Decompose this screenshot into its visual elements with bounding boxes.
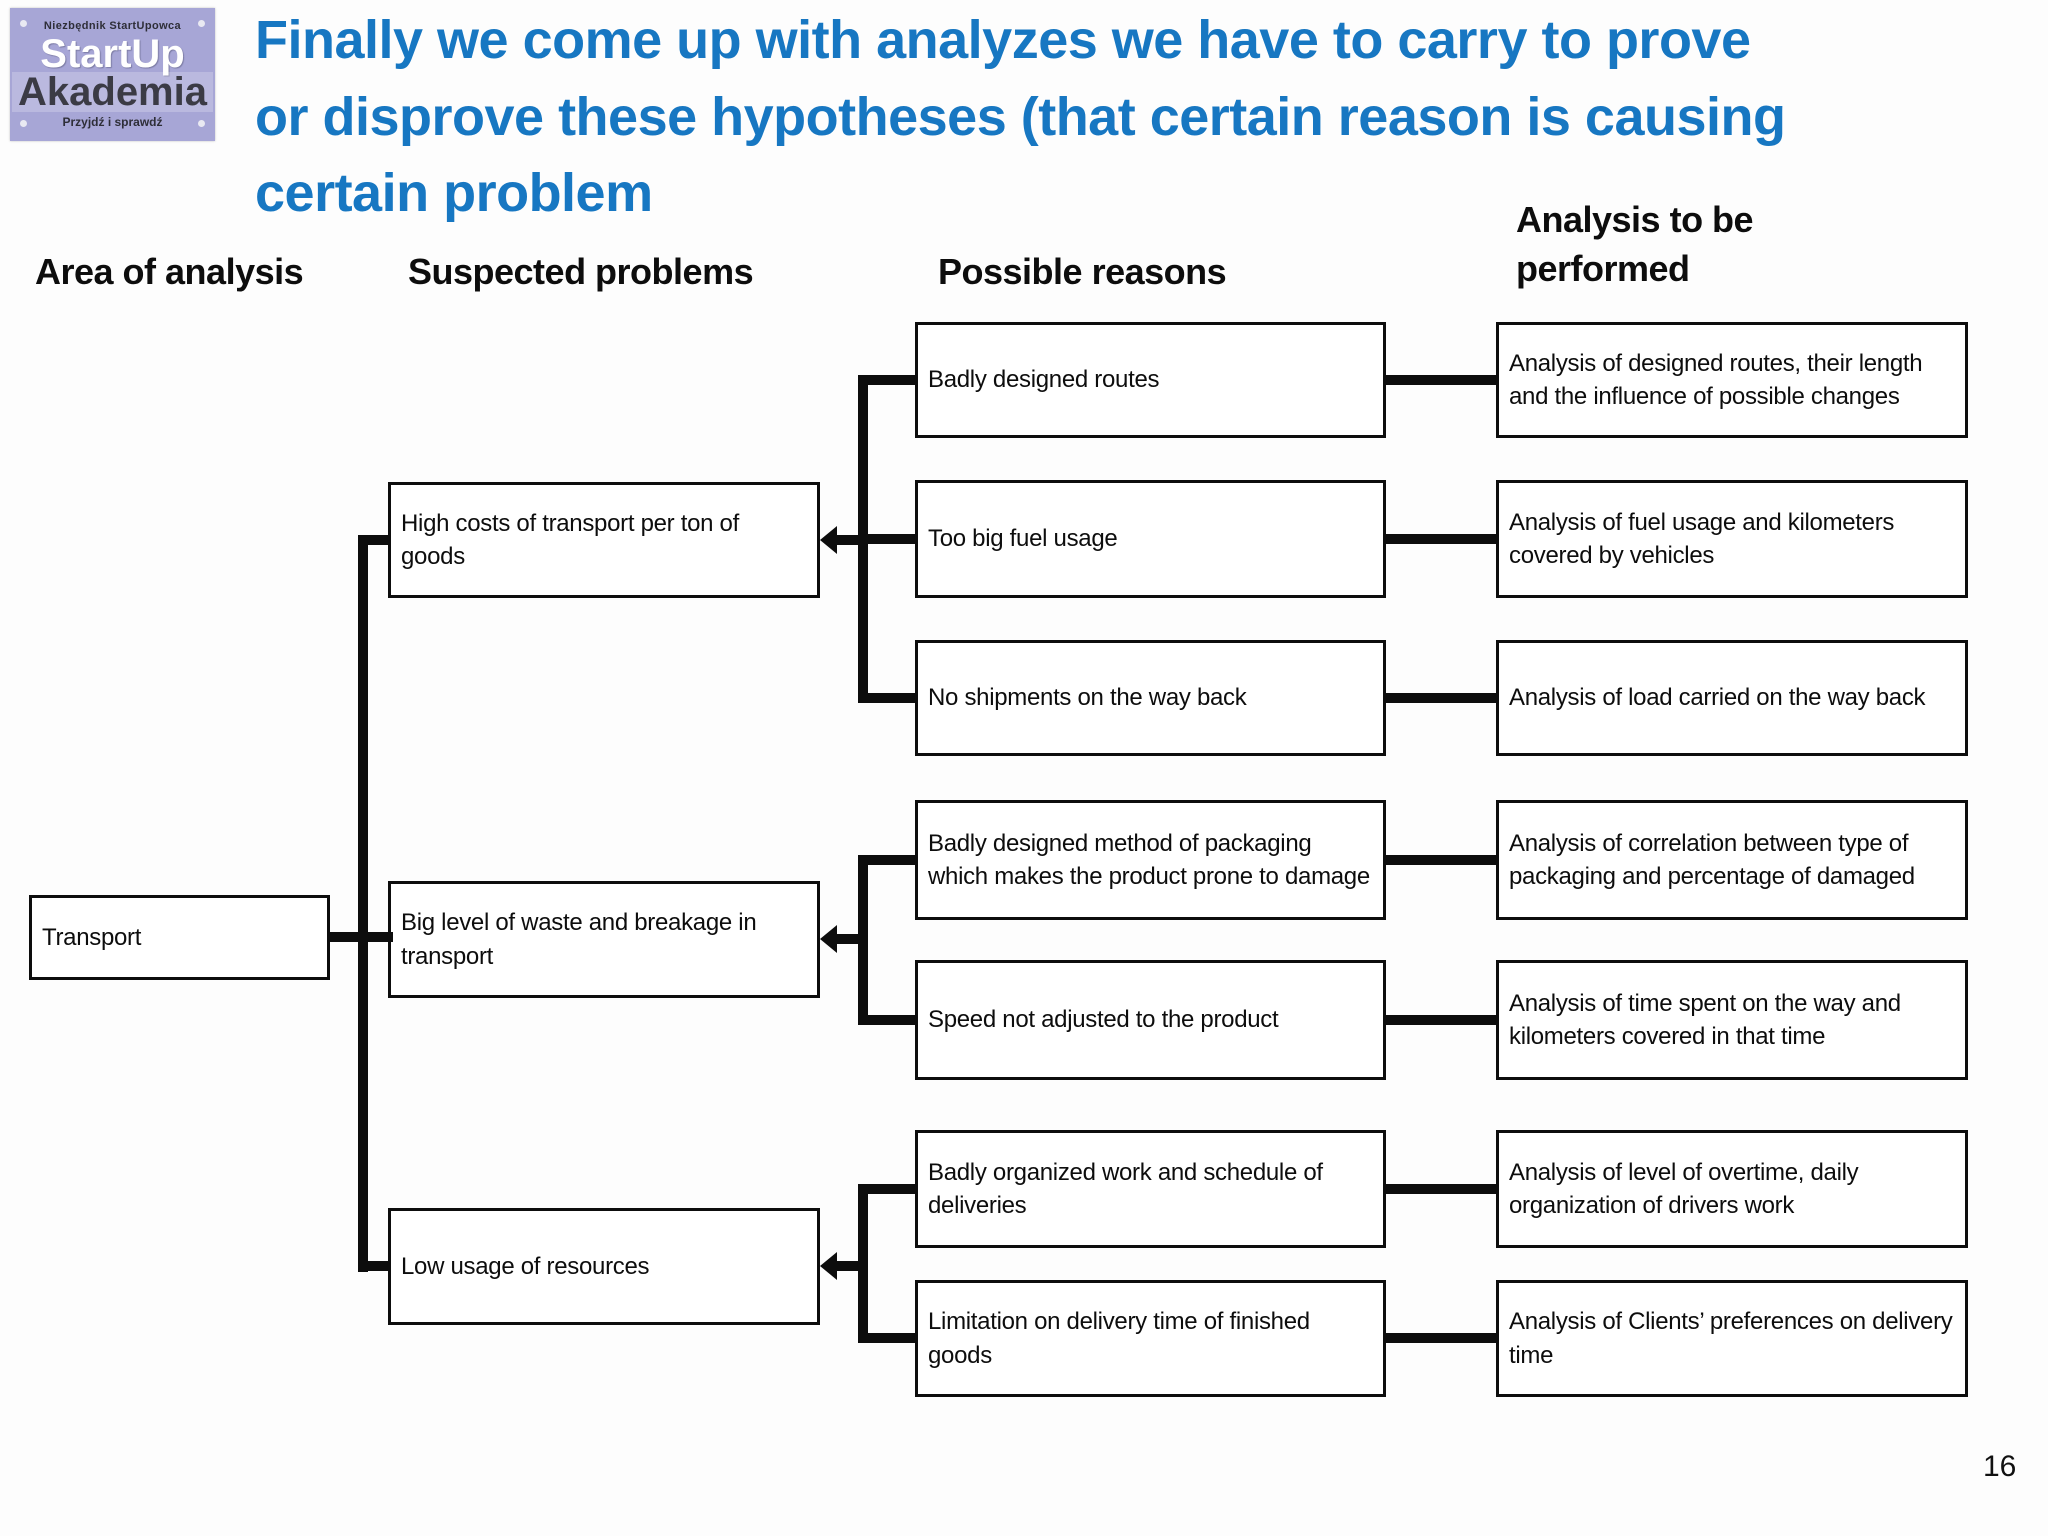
column-header-suspected-problems: Suspected problems — [408, 251, 754, 292]
column-header-area-of-analysis: Area of analysis — [35, 251, 304, 292]
connector-reason-analysis-row1 — [1386, 375, 1496, 385]
box-area-transport: Transport — [29, 895, 330, 980]
logo-name-line2: Akademia — [12, 72, 213, 112]
connector-arrow-shaft-high-costs — [834, 535, 868, 545]
box-problem-high-costs: High costs of transport per ton of goods — [388, 482, 820, 598]
box-problem-waste-breakage: Big level of waste and breakage in trans… — [388, 881, 820, 998]
slide-title: Finally we come up with analyzes we have… — [255, 10, 1786, 224]
connector-reason-analysis-row5 — [1386, 1015, 1496, 1025]
box-analysis-load-way-back: Analysis of load carried on the way back — [1496, 640, 1968, 756]
connector-arrow-shaft-low-usage — [834, 1261, 868, 1271]
logo-tagline-top: Niezbędnik StartUpowca — [43, 20, 182, 32]
box-analysis-fuel-usage: Analysis of fuel usage and kilometers co… — [1496, 480, 1968, 598]
arrow-left-icon — [820, 526, 837, 554]
logo-corner-dot — [198, 120, 205, 127]
logo-corner-dot — [198, 20, 205, 27]
connector-bracket-a-row3 — [858, 693, 915, 703]
box-reason-delivery-time-limitation: Limitation on delivery time of finished … — [915, 1280, 1386, 1397]
connector-reason-analysis-row2 — [1386, 534, 1496, 544]
arrow-left-icon — [820, 1252, 837, 1280]
startup-akademia-logo: Niezbędnik StartUpowca StartUp Akademia … — [10, 8, 215, 141]
page-number: 16 — [1983, 1450, 2017, 1483]
connector-bracket-to-low-usage — [358, 1261, 390, 1271]
connector-bracket-b-row4 — [858, 855, 915, 865]
box-analysis-time-spent: Analysis of time spent on the way and ki… — [1496, 960, 1968, 1080]
column-header-analysis-to-be-performed: Analysis to be performed — [1516, 199, 1754, 289]
connector-reason-analysis-row7 — [1386, 1333, 1496, 1343]
logo-corner-dot — [20, 20, 27, 27]
connector-arrow-shaft-waste — [834, 934, 868, 944]
box-reason-packaging-method: Badly designed method of packaging which… — [915, 800, 1386, 920]
box-reason-no-shipments-back: No shipments on the way back — [915, 640, 1386, 756]
connector-bracket-c-row6 — [858, 1184, 915, 1194]
connector-bracket-to-high-costs — [358, 535, 390, 545]
logo-tagline-bottom: Przyjdź i sprawdź — [62, 115, 163, 129]
box-reason-speed-not-adjusted: Speed not adjusted to the product — [915, 960, 1386, 1080]
connector-bracket-a-row2 — [858, 534, 915, 544]
logo-name-line1: StartUp — [40, 32, 185, 76]
box-problem-low-usage: Low usage of resources — [388, 1208, 820, 1325]
connector-reason-analysis-row4 — [1386, 855, 1496, 865]
box-analysis-packaging-correlation: Analysis of correlation between type of … — [1496, 800, 1968, 920]
box-reason-badly-organized-work: Badly organized work and schedule of del… — [915, 1130, 1386, 1248]
connector-reason-analysis-row3 — [1386, 693, 1496, 703]
arrow-left-icon — [820, 925, 837, 953]
box-analysis-overtime: Analysis of level of overtime, daily org… — [1496, 1130, 1968, 1248]
box-reason-fuel-usage: Too big fuel usage — [915, 480, 1386, 598]
connector-left-bracket-vertical — [358, 535, 368, 1272]
box-analysis-client-preferences: Analysis of Clients’ preferences on deli… — [1496, 1280, 1968, 1397]
connector-reason-analysis-row6 — [1386, 1184, 1496, 1194]
box-reason-badly-designed-routes: Badly designed routes — [915, 322, 1386, 438]
logo-corner-dot — [20, 120, 27, 127]
connector-bracket-c-row7 — [858, 1333, 915, 1343]
connector-bracket-a-row1 — [858, 375, 915, 385]
connector-bracket-b-row5 — [858, 1015, 915, 1025]
column-header-possible-reasons: Possible reasons — [938, 251, 1227, 292]
box-analysis-designed-routes: Analysis of designed routes, their lengt… — [1496, 322, 1968, 438]
